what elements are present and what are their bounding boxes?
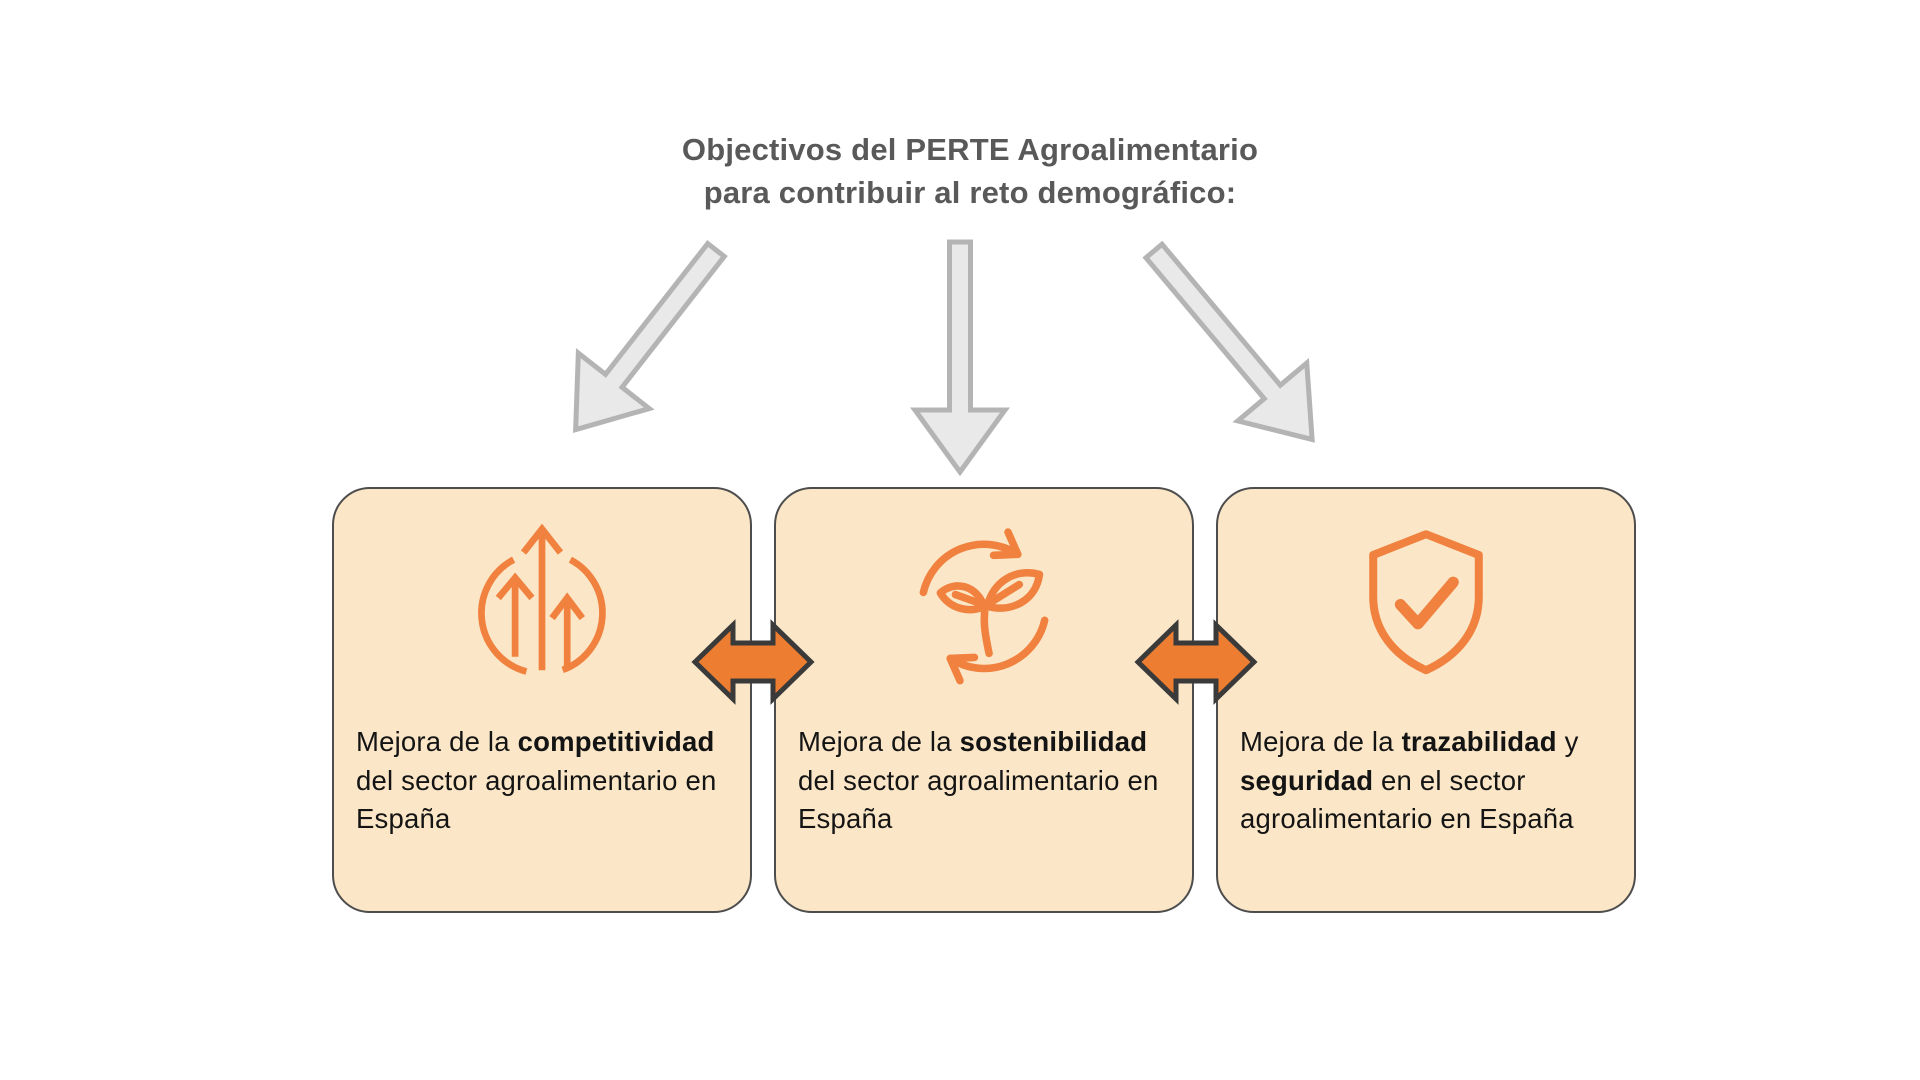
card-sostenibilidad: Mejora de la sostenibilidad del sector a… <box>774 487 1194 913</box>
down-arrow-icon <box>910 239 1010 477</box>
sustainability-cycle-icon <box>919 528 1049 685</box>
shield-check-icon <box>1369 530 1483 675</box>
card-icon-wrap <box>1218 517 1634 689</box>
card-icon-wrap <box>776 517 1192 689</box>
page-title-line-2: para contribuir al reto demográfico: <box>703 175 1237 210</box>
card-text: Mejora de la competitividad del sector a… <box>356 726 717 834</box>
bidirectional-arrow-icon <box>1134 619 1258 705</box>
down-left-arrow-icon <box>573 240 728 434</box>
card-text: Mejora de la trazabilidad y seguridad en… <box>1240 726 1579 834</box>
card-icon-wrap <box>334 517 750 689</box>
page-title-line-1: Objectivos del PERTE Agroalimentario <box>681 132 1259 167</box>
card-text: Mejora de la sostenibilidad del sector a… <box>798 726 1159 834</box>
down-right-arrow-icon <box>1142 240 1315 443</box>
page-title: Objectivos del PERTE Agroalimentario par… <box>10 128 1920 214</box>
card-trazabilidad-seguridad: Mejora de la trazabilidad y seguridad en… <box>1216 487 1636 913</box>
bidirectional-arrow-icon <box>691 619 815 705</box>
growth-arrows-icon <box>478 523 606 675</box>
card-competitividad: Mejora de la competitividad del sector a… <box>332 487 752 913</box>
